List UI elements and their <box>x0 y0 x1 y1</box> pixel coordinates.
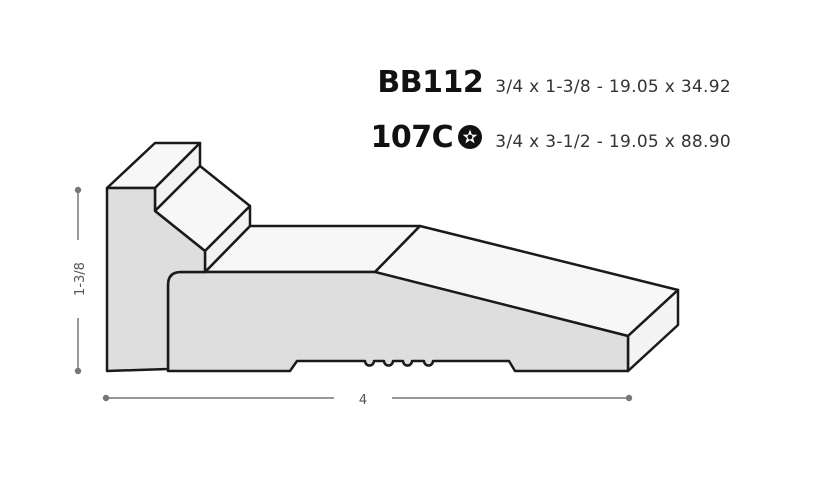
product-label-bb112: BB112 3/4 x 1-3/8 - 19.05 x 34.92 <box>377 65 731 100</box>
cap-cross-section <box>105 186 207 373</box>
width-dimension-label: 4 <box>359 393 367 408</box>
height-dimension-endpoint-bottom <box>74 367 82 375</box>
height-dimension-endpoint-top <box>74 186 82 194</box>
height-dimension-label: 1-3/8 <box>73 262 88 296</box>
star-badge-icon <box>457 124 483 150</box>
width-dimension-endpoint-right <box>625 394 633 402</box>
product-code: BB112 <box>377 65 484 100</box>
width-dimension-endpoint-left <box>102 394 110 402</box>
width-dimension: 4 <box>102 393 633 408</box>
product-label-107c: 107C 3/4 x 3-1/2 - 19.05 x 88.90 <box>371 120 731 155</box>
height-dimension: 1-3/8 <box>73 186 88 375</box>
product-dimensions: 3/4 x 1-3/8 - 19.05 x 34.92 <box>495 77 731 97</box>
product-dimensions: 3/4 x 3-1/2 - 19.05 x 88.90 <box>495 132 731 152</box>
product-code: 107C <box>370 120 454 155</box>
